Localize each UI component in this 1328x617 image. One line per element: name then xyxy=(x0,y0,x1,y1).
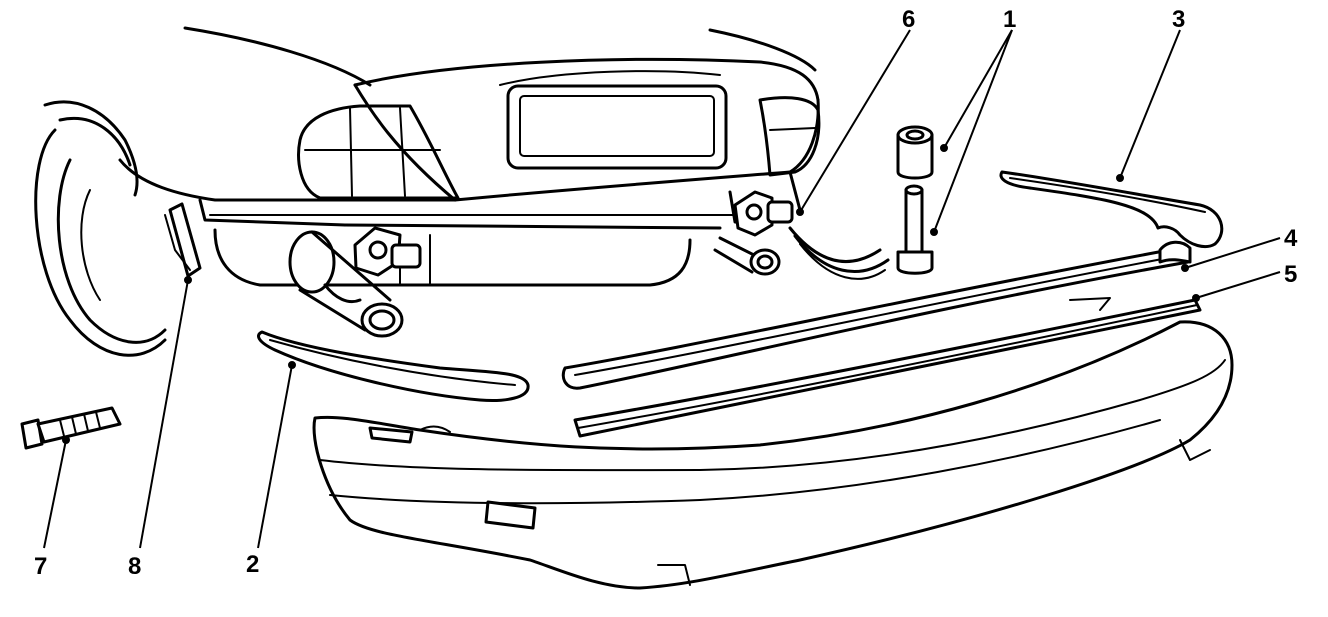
callout-4: 4 xyxy=(1284,225,1298,252)
right-bumper-mounting xyxy=(733,190,794,237)
rear-wheel xyxy=(34,100,167,357)
hex-bolt xyxy=(20,406,122,450)
callout-5: 5 xyxy=(1284,261,1297,288)
side-bracket xyxy=(164,202,202,278)
callout-7: 7 xyxy=(34,553,47,580)
left-end-moulding xyxy=(257,330,530,402)
bumper-cover xyxy=(312,320,1234,590)
callout-8: 8 xyxy=(128,553,141,580)
left-exhaust-pipe xyxy=(288,230,404,338)
callout-1: 1 xyxy=(1003,6,1016,33)
car-rear-body xyxy=(118,26,821,287)
right-end-moulding xyxy=(999,170,1224,249)
wiring-harness xyxy=(788,226,882,264)
right-exhaust-pipe xyxy=(713,236,781,276)
callout-6: 6 xyxy=(902,6,915,33)
callout-2: 2 xyxy=(246,551,259,578)
reinforcement-strip xyxy=(573,297,1202,438)
left-bumper-mounting xyxy=(353,226,422,277)
bumper-beam xyxy=(561,240,1192,390)
callout-3: 3 xyxy=(1172,6,1185,33)
spacer-and-bolt xyxy=(896,125,934,275)
leader-lines xyxy=(43,29,1281,549)
